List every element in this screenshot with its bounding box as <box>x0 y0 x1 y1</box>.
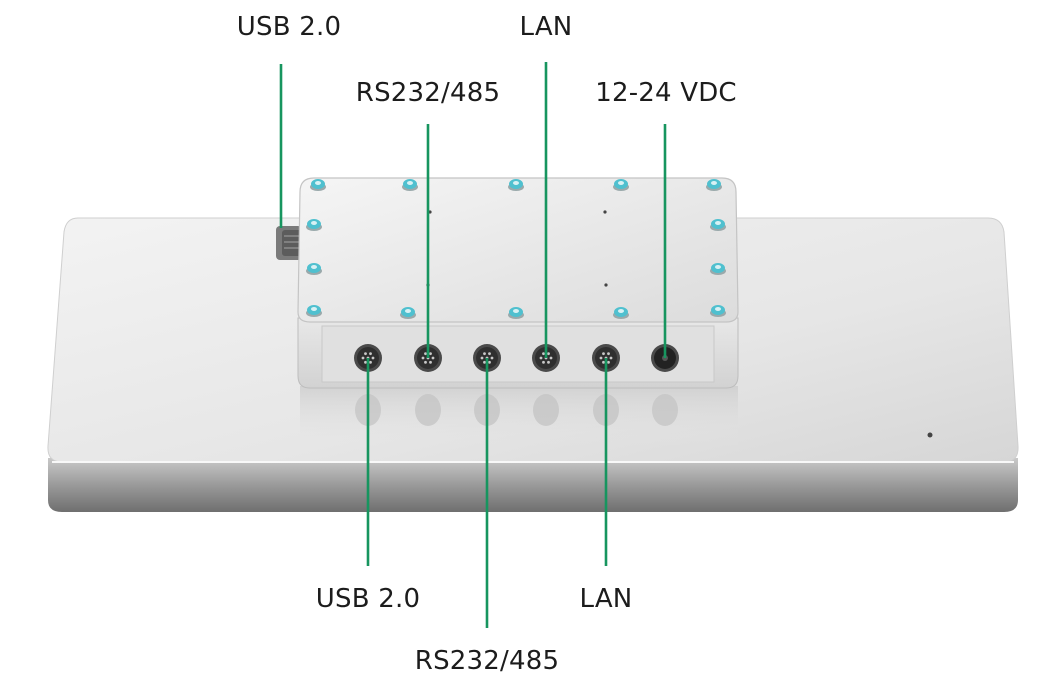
leader-lines <box>279 62 667 628</box>
bolt-cap <box>613 179 629 191</box>
bolt-cap <box>508 179 524 191</box>
bolt-cap <box>710 305 726 317</box>
bolt-cap <box>306 305 322 317</box>
side-usb-connector <box>276 226 302 260</box>
bolt-cap <box>710 263 726 275</box>
panel-screw-hole <box>927 432 933 438</box>
label-rs232-top: RS232/485 <box>355 78 501 108</box>
bolt-cap <box>613 307 629 319</box>
bolt-cap <box>306 263 322 275</box>
label-usb-top: USB 2.0 <box>236 12 342 42</box>
bolt-cap <box>306 219 322 231</box>
bolt-cap <box>310 179 326 191</box>
port-reflection <box>652 394 678 426</box>
bolt-cap <box>402 179 418 191</box>
bolt-cap <box>710 219 726 231</box>
label-lan-top: LAN <box>519 12 573 42</box>
bolt-cap <box>400 307 416 319</box>
bolt-cap <box>508 307 524 319</box>
panel-edge <box>48 458 1018 512</box>
bolt-set <box>306 179 726 319</box>
label-power-top: 12-24 VDC <box>595 78 737 108</box>
label-lan-bottom: LAN <box>579 584 633 614</box>
bolt-cap <box>706 179 722 191</box>
port-reflection <box>415 394 441 426</box>
label-usb-bottom: USB 2.0 <box>315 584 421 614</box>
label-rs232-bottom: RS232/485 <box>414 646 560 676</box>
port-reflection <box>533 394 559 426</box>
box-top <box>297 177 739 323</box>
